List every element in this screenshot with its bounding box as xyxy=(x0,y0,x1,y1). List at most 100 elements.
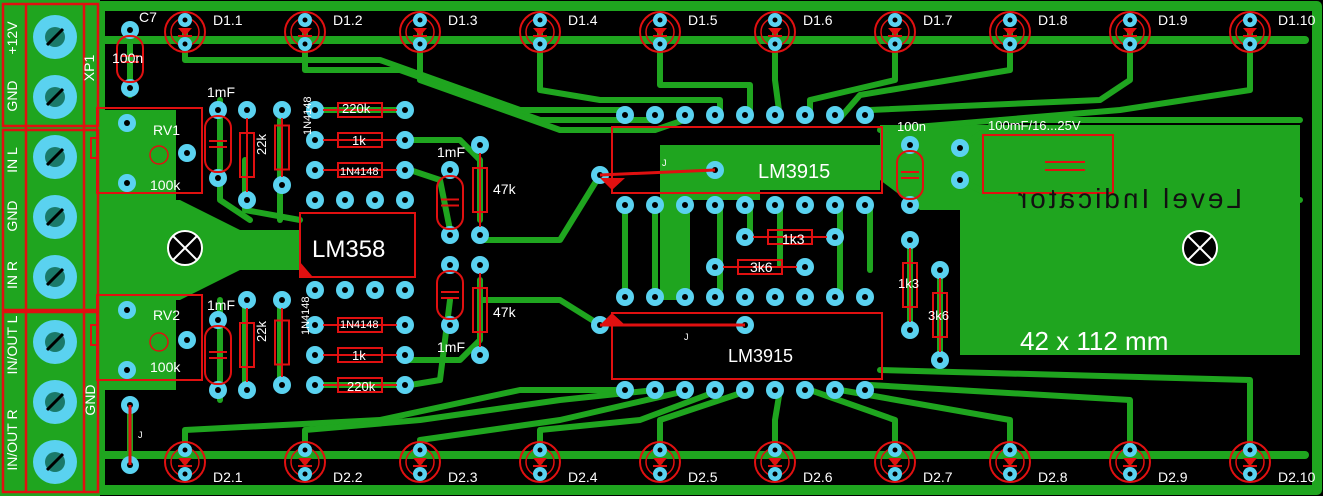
led-label: D2.10 xyxy=(1278,469,1316,485)
pad xyxy=(676,288,694,306)
led-label: D2.9 xyxy=(1158,469,1188,485)
pad xyxy=(366,281,384,299)
led-label: D1.9 xyxy=(1158,12,1188,28)
pad xyxy=(118,174,136,192)
connector-ref: XP1 xyxy=(81,55,97,82)
r47k-a: 47k xyxy=(493,181,517,197)
pad xyxy=(238,291,256,309)
led-footprint: D1.2 xyxy=(284,11,363,53)
pad xyxy=(306,281,324,299)
pad xyxy=(796,196,814,214)
pad xyxy=(856,106,874,124)
pad xyxy=(471,136,489,154)
capacitor-outline xyxy=(436,175,464,230)
resistor-outline xyxy=(902,248,918,322)
led-footprint: D1.5 xyxy=(639,11,718,53)
pad xyxy=(706,106,724,124)
pad xyxy=(736,288,754,306)
pad xyxy=(856,288,874,306)
pad xyxy=(736,381,754,399)
components xyxy=(90,21,969,474)
pad xyxy=(931,261,949,279)
led-footprint: D2.5 xyxy=(639,441,718,485)
pad xyxy=(826,196,844,214)
resistor-outline xyxy=(323,347,397,363)
connector-pin-label: IN L xyxy=(4,147,20,173)
r1k-a: 1k xyxy=(352,133,366,148)
pad xyxy=(676,381,694,399)
led-footprint: D1.3 xyxy=(399,11,478,53)
led-footprint: D2.3 xyxy=(399,441,478,485)
connector-pin-label: GND xyxy=(4,80,20,111)
resistor-outline xyxy=(323,377,397,393)
led-label: D1.4 xyxy=(568,12,598,28)
terminal-pads xyxy=(33,15,77,484)
pad xyxy=(706,288,724,306)
resistor-outline xyxy=(472,273,488,347)
c7-value: 100n xyxy=(112,50,143,66)
pad xyxy=(616,381,634,399)
pad xyxy=(646,196,664,214)
pad xyxy=(209,381,227,399)
pad xyxy=(238,381,256,399)
pad xyxy=(396,101,414,119)
big-cap-value: 100mF/16...25V xyxy=(988,118,1081,133)
pad xyxy=(826,288,844,306)
resistor-outline xyxy=(274,118,290,177)
pad xyxy=(901,231,919,249)
terminal-screw xyxy=(33,135,77,179)
pad xyxy=(273,376,291,394)
pad xyxy=(901,321,919,339)
pad xyxy=(616,196,634,214)
cap-1mf-d: 1mF xyxy=(437,339,465,355)
terminal-screw xyxy=(33,255,77,299)
terminal-screw xyxy=(33,440,77,484)
pad xyxy=(209,311,227,329)
pad xyxy=(676,196,694,214)
pad xyxy=(471,346,489,364)
pad xyxy=(676,106,694,124)
led-footprint: D1.4 xyxy=(519,11,598,53)
pad xyxy=(396,161,414,179)
capacitor-outline xyxy=(436,270,464,320)
connector-pin-label: IN/OUT R xyxy=(4,409,20,470)
rv2-value: 100k xyxy=(150,359,181,375)
pad xyxy=(931,351,949,369)
led-label: D2.6 xyxy=(803,469,833,485)
pad xyxy=(238,191,256,209)
pad xyxy=(616,288,634,306)
c100n-b: 100n xyxy=(897,119,926,134)
r22k-b: 22k xyxy=(254,321,269,342)
jumper-mark-a: J xyxy=(662,158,667,168)
led-footprint: D2.7 xyxy=(874,441,953,485)
pad xyxy=(306,191,324,209)
pad xyxy=(118,114,136,132)
pad xyxy=(646,381,664,399)
led-footprint: D1.9 xyxy=(1109,11,1188,53)
pad xyxy=(306,161,324,179)
pad xyxy=(856,196,874,214)
ic-outlines xyxy=(299,126,883,380)
led-footprint: D1.6 xyxy=(754,11,833,53)
pad xyxy=(209,169,227,187)
resistor-outline xyxy=(723,259,797,275)
pad xyxy=(441,256,459,274)
resistor-outline xyxy=(239,308,255,382)
mirrored-title-group: Level Indicator xyxy=(1015,183,1242,214)
jumper-mark-b: J xyxy=(684,332,689,342)
led-footprint: D2.4 xyxy=(519,441,598,485)
pad xyxy=(396,376,414,394)
capacitor-outline xyxy=(204,325,232,385)
capacitor-outline xyxy=(896,150,924,200)
led-label: D2.8 xyxy=(1038,469,1068,485)
r1k-b: 1k xyxy=(352,348,366,363)
pad xyxy=(796,258,814,276)
r1k3-b: 1k3 xyxy=(898,276,919,291)
rv2-ref: RV2 xyxy=(153,307,180,323)
resistor-outline xyxy=(239,118,255,192)
led-label: D2.1 xyxy=(213,469,243,485)
diode-a: 1N4148 xyxy=(302,96,314,135)
